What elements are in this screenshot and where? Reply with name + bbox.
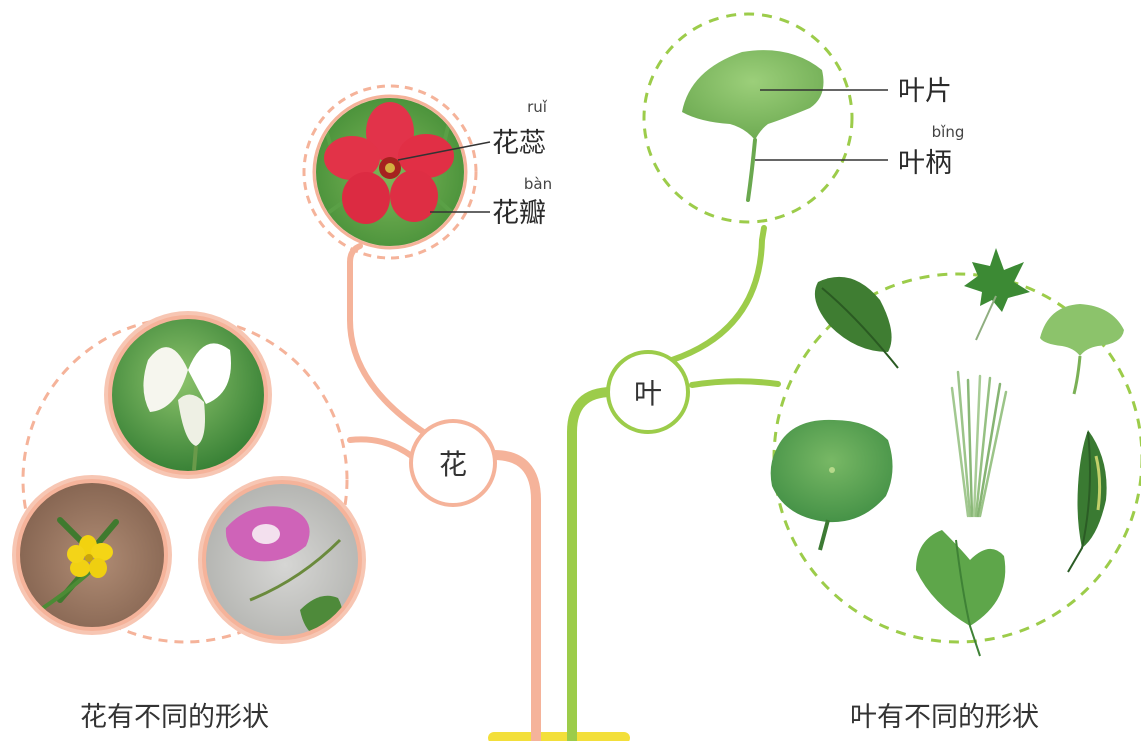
white-flower-photo — [104, 311, 272, 479]
flower-shapes-group — [12, 311, 366, 644]
pink-flower-icon — [225, 506, 310, 562]
leaf-node: 叶 — [606, 350, 690, 434]
trunk-base — [488, 732, 630, 741]
oval-leaf-icon — [814, 276, 899, 369]
leaf-shapes-group — [770, 248, 1141, 657]
leaf-branch-up — [669, 225, 767, 363]
leaf-node-label: 叶 — [634, 377, 662, 410]
white-flower-icon — [143, 343, 231, 471]
stamen-leader-line — [397, 141, 491, 161]
leaf-parts-photo — [642, 12, 854, 224]
flower-parts-photo — [302, 84, 478, 260]
lotus-leaf-icon — [770, 419, 893, 551]
maple-leaf-icon — [964, 248, 1030, 341]
petiole-label: 叶柄 — [898, 148, 952, 179]
grass-leaf-icon — [950, 370, 1008, 518]
yellow-flower-icon — [67, 535, 113, 578]
petal-pinyin: bàn — [524, 175, 552, 193]
heart-leaf-icon — [916, 530, 1006, 657]
petiole-pinyin: bǐng — [932, 123, 965, 141]
yellow-flower-photo — [12, 475, 172, 635]
flower-node-label: 花 — [439, 448, 467, 481]
flower-node: 花 — [409, 419, 497, 507]
flower-branch-left — [347, 436, 416, 460]
ginkgo-leaf-icon — [682, 50, 824, 202]
blade-label: 叶片 — [898, 76, 952, 107]
petal-label: 花瓣 — [492, 198, 546, 229]
stamen-label: 花蕊 — [492, 128, 546, 159]
flower-branch-up — [347, 243, 431, 438]
flower-caption: 花有不同的形状 — [80, 702, 269, 733]
leaf-branch-right — [689, 378, 781, 388]
red-flower-icon — [324, 102, 454, 224]
leaf-caption: 叶有不同的形状 — [850, 702, 1039, 733]
long-leaf-icon — [1067, 430, 1107, 573]
flower-trunk — [489, 450, 541, 741]
small-ginkgo-leaf-icon — [1040, 304, 1124, 395]
stamen-pinyin: ruǐ — [527, 98, 548, 116]
leaf-trunk — [567, 387, 617, 741]
